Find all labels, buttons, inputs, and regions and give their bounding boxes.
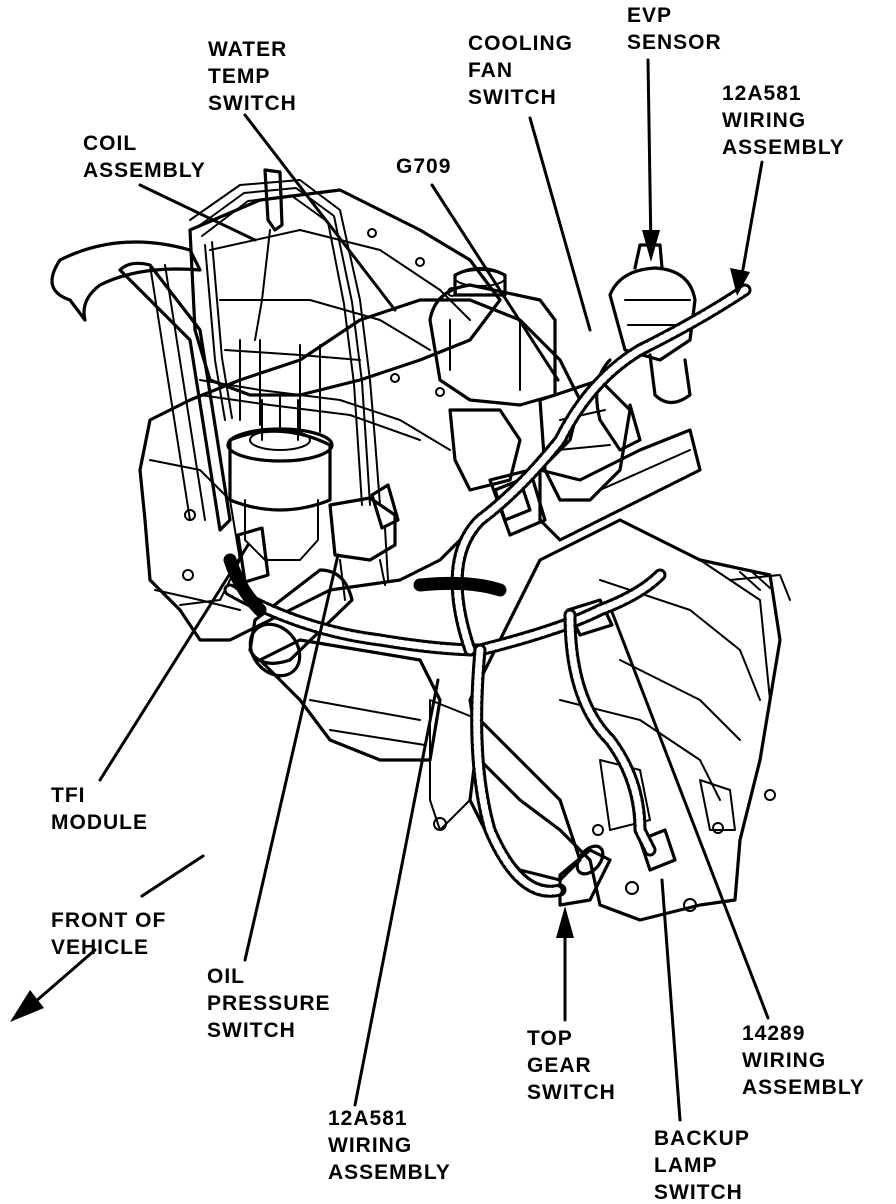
label-g709: G709: [396, 155, 451, 178]
label-backup-lamp-switch: BACKUP LAMP SWITCH: [654, 1127, 756, 1204]
leader-evp-sensor: [646, 58, 653, 252]
leader-cooling-fan-switch: [528, 116, 592, 332]
label-12a581-top: 12A581 WIRING ASSEMBLY: [722, 82, 845, 159]
leader-coil-assembly: [138, 183, 257, 242]
label-14289: 14289 WIRING ASSEMBLY: [742, 1022, 865, 1099]
front-arrow-head: [10, 990, 44, 1022]
leader-water-temp-switch: [243, 113, 397, 312]
leader-tfi-module: [98, 543, 250, 782]
leader-12a581-bottom: [353, 678, 440, 1107]
label-evp-sensor: EVP SENSOR: [627, 4, 722, 54]
leader-14289: [610, 610, 770, 1020]
label-water-temp-switch: WATER TEMP SWITCH: [208, 38, 297, 115]
leader-lines: [10, 58, 770, 1122]
leader-g709: [430, 183, 560, 382]
labels: WATER TEMP SWITCH COOLING FAN SWITCH EVP…: [51, 4, 865, 1204]
label-tfi-module: TFI MODULE: [51, 784, 148, 834]
leader-12a581-top: [738, 160, 764, 288]
label-top-gear-switch: TOP GEAR SWITCH: [527, 1027, 616, 1104]
engine-illustration: [50, 168, 791, 922]
label-cooling-fan-switch: COOLING FAN SWITCH: [468, 32, 580, 109]
leader-backup-lamp-switch: [660, 878, 682, 1122]
label-12a581-bottom: 12A581 WIRING ASSEMBLY: [328, 1107, 451, 1184]
leader-oil-pressure-switch: [243, 553, 340, 962]
front-arrow-upper: [140, 854, 205, 898]
label-coil-assembly: COIL ASSEMBLY: [83, 132, 206, 182]
label-oil-pressure-switch: OIL PRESSURE SWITCH: [207, 965, 337, 1042]
label-front-of-vehicle: FRONT OF VEHICLE: [51, 909, 173, 959]
